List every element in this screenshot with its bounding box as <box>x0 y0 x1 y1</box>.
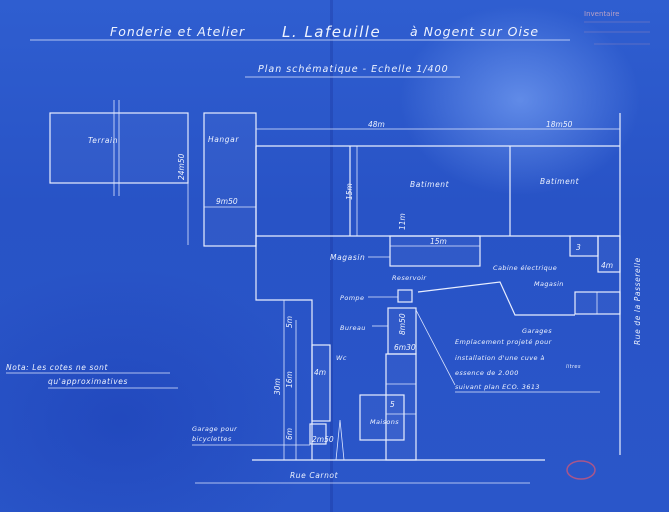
maisons-block: Maisons 5 <box>359 353 417 461</box>
dim-15-v: 15m <box>345 183 354 200</box>
emplacement-line-3: essence de 2.000 <box>455 369 519 377</box>
gate-arc <box>335 419 345 461</box>
magasin-1-label: Magasin <box>330 253 365 262</box>
garage-velo-label-1: Garage pour <box>192 425 238 433</box>
reservoir-label: Reservoir <box>392 274 427 282</box>
magasin-2-rect <box>574 291 621 315</box>
yard-wall <box>417 281 575 316</box>
west-yard: 30m 16m 5m 6m 4m Wc 2m50 Garage pour bic… <box>192 300 347 461</box>
dim-30: 30m <box>273 378 282 395</box>
nota: Nota: Les cotes ne sont qu'approximative… <box>6 363 178 389</box>
emplacement-line-4: suivant plan ECO. 3613 <box>455 383 540 391</box>
dim-24-50: 24m50 <box>177 153 186 180</box>
emplacement-note: Emplacement projeté pour installation d'… <box>455 338 600 393</box>
hangar-label: Hangar <box>208 135 239 144</box>
emplacement-line-1: Emplacement projeté pour <box>455 338 553 346</box>
dim-9-50: 9m50 <box>216 197 238 206</box>
yard-boundary: Garages <box>417 281 575 335</box>
rue-carnot-label: Rue Carnot <box>290 471 339 480</box>
hangar-rect <box>203 112 257 247</box>
batiment-2-label: Batiment <box>540 177 580 186</box>
bureau-label: Bureau <box>340 324 366 332</box>
dim-16: 16m <box>285 371 294 388</box>
magasin-2-label: Magasin <box>534 280 564 288</box>
plan-subtitle: Plan schématique - Echelle 1/400 <box>258 64 449 75</box>
maisons-rect <box>385 353 417 461</box>
dim-4b: 4m <box>601 261 613 270</box>
rue-carnot: Rue Carnot <box>195 459 545 484</box>
dim-5: 5m <box>285 316 294 328</box>
dim-48: 48m <box>368 120 385 129</box>
magasin-block: 15m 11m Magasin <box>330 213 481 267</box>
dim-15-h: 15m <box>430 237 447 246</box>
maisons-label: Maisons <box>370 418 399 426</box>
garage-block-rect <box>311 344 331 422</box>
magasin-rect <box>389 235 481 267</box>
wc-label: Wc <box>336 354 347 362</box>
pompe-label: Pompe <box>340 294 364 302</box>
terrain-label: Terrain <box>88 136 118 145</box>
paper-fold <box>330 0 333 512</box>
header: Fonderie et Atelier L. Lafeuille à Nogen… <box>30 23 570 78</box>
stamp-text: Inventaire <box>584 10 619 18</box>
cabine-label: Cabine électrique <box>493 264 557 272</box>
rue-passerelle-label: Rue de la Passerelle <box>633 257 642 345</box>
nota-line-1: Nota: Les cotes ne sont <box>6 363 108 372</box>
garage-velo-label-2: bicyclettes <box>192 435 232 443</box>
cabine-block: 3 4m Cabine électrique Magasin Rue de la… <box>493 235 642 345</box>
emplacement-leader <box>415 309 456 386</box>
dim-6: 6m <box>285 428 294 440</box>
dim-4: 4m <box>314 368 326 377</box>
dim-5b: 5 <box>390 400 395 409</box>
company-left: Fonderie et Atelier <box>110 24 245 39</box>
company-right: à Nogent sur Oise <box>410 24 539 39</box>
dim-18-50: 18m50 <box>546 120 573 129</box>
dim-11: 11m <box>398 213 407 230</box>
garages-label: Garages <box>522 327 552 335</box>
archive-stamp: Inventaire <box>584 10 650 45</box>
company-name: L. Lafeuille <box>282 23 381 41</box>
emplacement-line-2: installation d'une cuve à <box>455 354 545 362</box>
cabine-annex-rect <box>597 235 621 273</box>
cabine-rect <box>569 235 599 257</box>
hangar-block: Hangar 9m50 <box>203 112 257 247</box>
nota-line-2: qu'approximatives <box>48 377 128 386</box>
emplacement-litres: litres <box>566 364 581 370</box>
dim-2-50: 2m50 <box>312 435 334 444</box>
reservoir-rect <box>397 289 413 303</box>
dim-8-50: 8m50 <box>398 313 407 335</box>
factory-outline: 48m 18m50 Batiment Batiment 15m <box>255 113 621 460</box>
garage-velo-rect <box>309 423 327 445</box>
maisons-annex-rect <box>359 394 405 441</box>
dim-3: 3 <box>576 243 581 252</box>
batiment-1-label: Batiment <box>410 180 450 189</box>
terrain-block: Terrain 24m50 <box>49 100 189 245</box>
dim-6-30: 6m30 <box>394 343 416 352</box>
oval-stamp <box>566 460 596 480</box>
